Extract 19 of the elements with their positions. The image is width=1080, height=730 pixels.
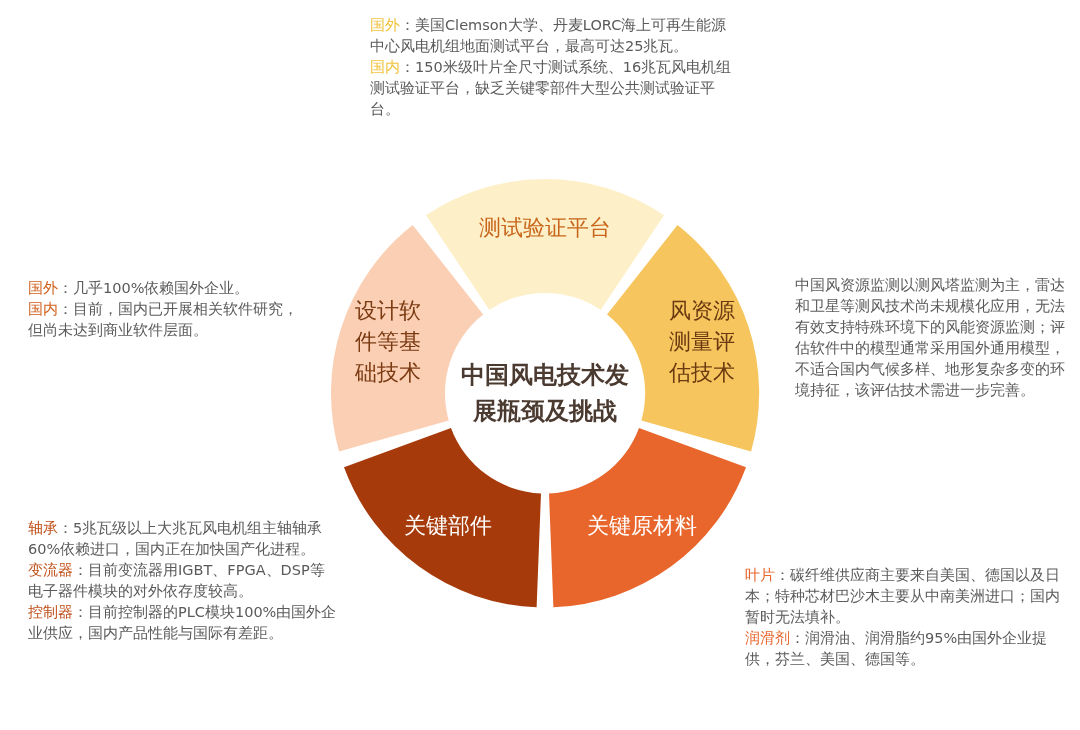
note-paragraph: 润滑剂：润滑油、润滑脂约95%由国外企业提供，芬兰、美国、德国等。 — [745, 629, 1049, 670]
ring-segment — [548, 427, 746, 607]
segment-label: 关键部件 — [404, 512, 492, 541]
segment-label: 关键原材料 — [586, 512, 697, 541]
note-paragraph: 国外：美国Clemson大学、丹麦LORC海上可再生能源中心风电机组地面测试平台，最高可达25兆瓦。 — [370, 16, 728, 56]
note-paragraph: 国内：目前，国内已开展相关软件研究，但尚未达到商业软件层面。 — [28, 300, 299, 341]
note-paragraph: 国外：几乎100%依赖国外企业。 — [28, 279, 251, 298]
segment-label: 测试验证平台 — [479, 213, 611, 242]
segment-label: 设计软件等基础技术 — [354, 296, 423, 387]
note-paragraph: 轴承：5兆瓦级以上大兆瓦风电机组主轴轴承60%依赖进口，国内正在加快国产化进程。 — [28, 519, 324, 559]
ring-segment — [425, 179, 665, 310]
note-paragraph: 变流器：目前变流器用IGBT、FPGA、DSP等电子器件模块的对外依存度较高。 — [28, 561, 326, 602]
note-paragraph: 国内：150米级叶片全尺寸测试系统、16兆瓦风电机组测试验证平台，缺乏关键零部件大型公共测试验证平台。 — [370, 58, 733, 120]
note-paragraph: 控制器：目前控制器的PLC模块100%由国外企业供应，国内产品性能与国际有差距。 — [28, 603, 338, 644]
ring-segment — [344, 427, 542, 607]
note-paragraph: 叶片：碳纤维供应商主要来自美国、德国以及日本；特种芯材巴沙木主要从中南美洲进口；国内暂时无法填补。 — [745, 566, 1061, 628]
segment-label: 风资源测量评估技术 — [667, 296, 736, 387]
note-paragraph: 中国风资源监测以测风塔监测为主，雷达和卫星等测风技术尚未规模化应用，无法有效支持特殊环境下的风能资源监测；评估软件中的模型通常采用国外通用模型，不适合国内气候多样、地形复杂多变的环境持征，该评估技术需进一步完善。 — [795, 276, 1066, 401]
center-title: 中国风电技术发展瓶颈及挑战 — [458, 357, 632, 429]
